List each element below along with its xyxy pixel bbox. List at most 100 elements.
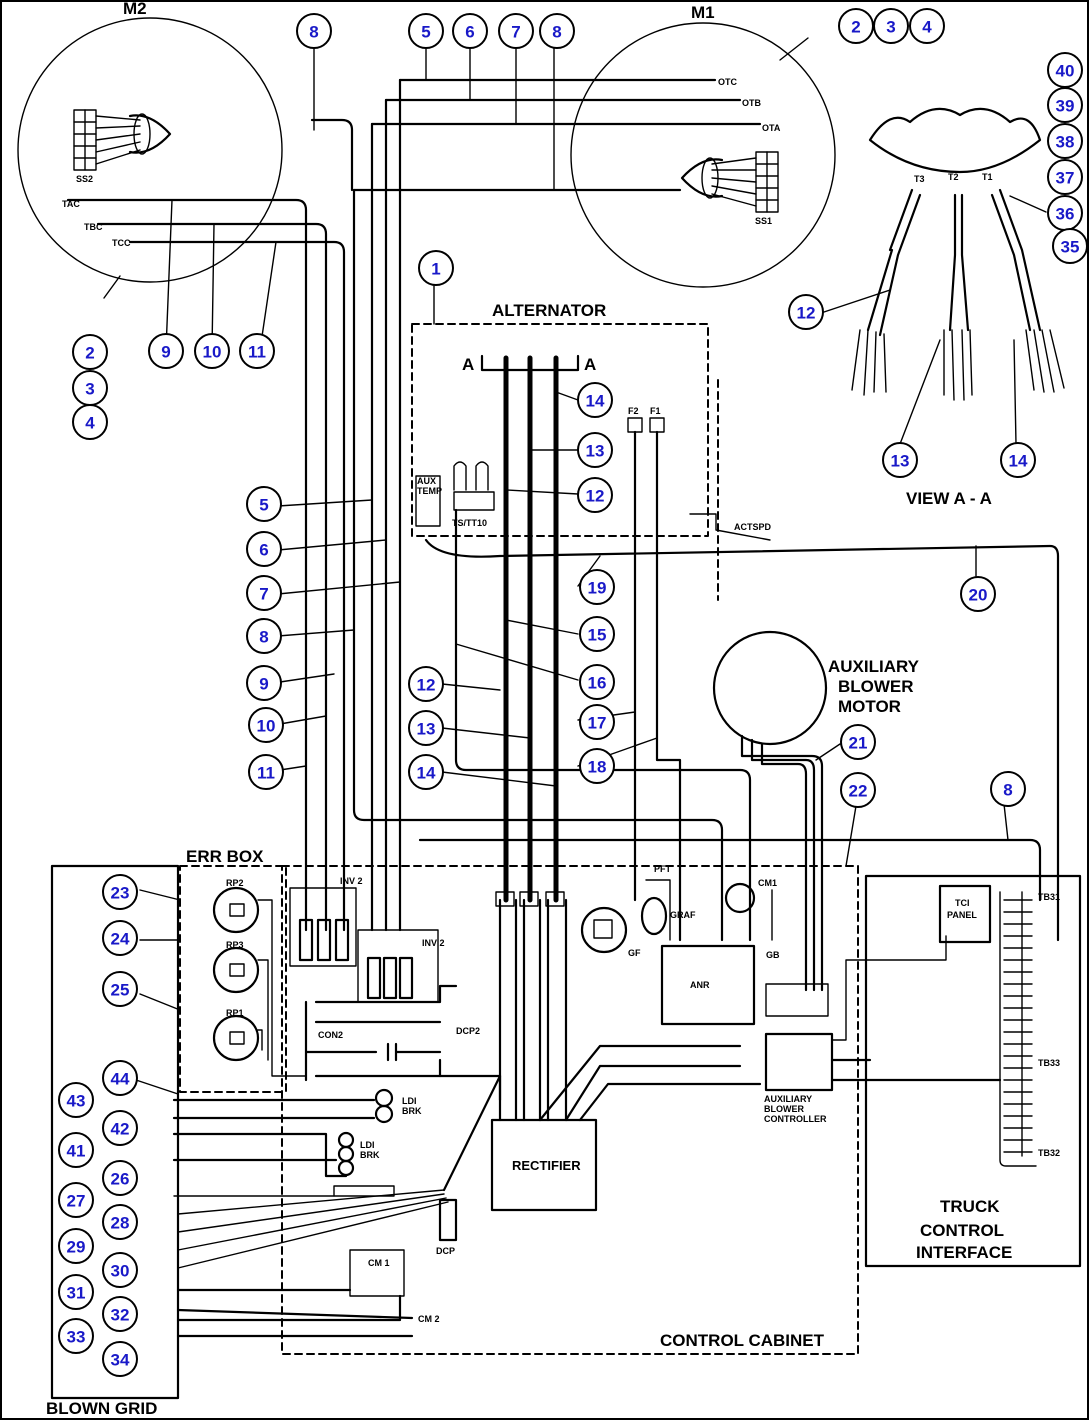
- callout-circle: [102, 1060, 138, 1096]
- m2-title: M2: [123, 0, 147, 18]
- callout-circle: [408, 13, 444, 49]
- alt-a-left: A: [462, 355, 474, 374]
- callout-number: 32: [111, 1306, 130, 1325]
- view-aa-title: VIEW A - A: [906, 489, 992, 508]
- alternator-title: ALTERNATOR: [492, 301, 606, 320]
- cm2-label: CM 2: [418, 1314, 440, 1324]
- callout-c32: 32: [102, 1296, 138, 1332]
- callout-circle: [296, 13, 332, 49]
- inv-left-label: INV 2: [340, 876, 363, 886]
- callout-number: 18: [588, 758, 607, 777]
- rp3-label: RP3: [226, 940, 244, 950]
- callout-c8a: 8: [296, 13, 332, 49]
- callout-number: 15: [588, 626, 607, 645]
- callout-c23: 23: [102, 874, 138, 910]
- callout-c14a: 14: [577, 382, 613, 418]
- callout-c18: 18: [579, 748, 615, 784]
- callout-circle: [840, 724, 876, 760]
- tc1-label-2: PANEL: [947, 910, 977, 920]
- callout-c17: 17: [579, 704, 615, 740]
- callout-number: 16: [588, 674, 607, 693]
- callout-circle: [102, 874, 138, 910]
- motor-m1: M1 SS1 OTC OTB OTA: [570, 3, 836, 288]
- callout-number: 21: [849, 734, 868, 753]
- grf-label: GRAF: [670, 910, 696, 920]
- callout-circle: [102, 1296, 138, 1332]
- callout-c30: 30: [102, 1252, 138, 1288]
- ota-label: OTA: [762, 123, 781, 133]
- callout-number: 22: [849, 782, 868, 801]
- callout-number: 8: [1003, 781, 1012, 800]
- callout-c11a: 11: [239, 333, 275, 369]
- blown-grid: BLOWN GRID: [46, 864, 181, 1418]
- otc-label: OTC: [718, 77, 737, 87]
- callout-circle: [102, 1341, 138, 1377]
- callout-c13a: 13: [577, 432, 613, 468]
- callout-circle: [102, 1110, 138, 1146]
- callout-c43: 43: [58, 1082, 94, 1118]
- callout-c27: 27: [58, 1182, 94, 1218]
- truck-title-3: INTERFACE: [916, 1243, 1012, 1262]
- callout-c2a: 2: [838, 8, 874, 44]
- aux-temp-2: TEMP: [417, 486, 442, 496]
- callout-number: 10: [203, 343, 222, 362]
- callout-circle: [1047, 159, 1083, 195]
- aux-blower-title-1: AUXILIARY: [828, 657, 920, 676]
- callout-c41: 41: [58, 1132, 94, 1168]
- alternator-section: ALTERNATOR A A F2 F1 AUX TEMP TS/TT10 AC…: [411, 301, 1060, 942]
- callout-number: 9: [161, 343, 170, 362]
- callout-circle: [498, 13, 534, 49]
- callout-c36: 36: [1047, 195, 1083, 231]
- t3-label: T3: [914, 174, 925, 184]
- callout-c37: 37: [1047, 159, 1083, 195]
- callout-circle: [72, 334, 108, 370]
- aux-blower-motor: AUXILIARY BLOWER MOTOR: [712, 630, 920, 992]
- callout-c8b: 8: [539, 13, 575, 49]
- t1-label: T1: [982, 172, 993, 182]
- callout-circle: [102, 920, 138, 956]
- callout-c34: 34: [102, 1341, 138, 1377]
- ss1-connector: [680, 151, 779, 213]
- callout-c22: 22: [840, 772, 876, 808]
- callout-circle: [194, 333, 230, 369]
- callout-number: 7: [511, 23, 520, 42]
- callout-circle: [579, 748, 615, 784]
- callout-number: 38: [1056, 133, 1075, 152]
- callout-circle: [577, 432, 613, 468]
- callout-number: 25: [111, 981, 130, 1000]
- inv2-label: INV 2: [422, 938, 445, 948]
- callout-circle: [579, 616, 615, 652]
- top-harness: [66, 78, 762, 942]
- callout-c5b: 5: [246, 486, 282, 522]
- callout-number: 12: [797, 304, 816, 323]
- callout-circle: [452, 13, 488, 49]
- gf-label: GF: [628, 948, 641, 958]
- tstt-label: TS/TT10: [452, 518, 487, 528]
- callout-c12a: 12: [577, 477, 613, 513]
- callout-number: 3: [85, 380, 94, 399]
- callout-circle: [246, 665, 282, 701]
- motor-m2: M2 SS2 TAC TBC TCC: [17, 0, 283, 283]
- callout-c10b: 10: [248, 707, 284, 743]
- callout-c11b: 11: [248, 754, 284, 790]
- alt-a-right: A: [584, 355, 596, 374]
- callout-number: 26: [111, 1170, 130, 1189]
- gb-label: GB: [766, 950, 780, 960]
- tb31-label: TB31: [1038, 892, 1060, 902]
- callout-number: 35: [1061, 238, 1080, 257]
- callout-c9a: 9: [148, 333, 184, 369]
- callout-number: 41: [67, 1142, 86, 1161]
- callout-c40: 40: [1047, 52, 1083, 88]
- tb32-label: TB32: [1038, 1148, 1060, 1158]
- callout-c42: 42: [102, 1110, 138, 1146]
- callout-number: 6: [465, 23, 474, 42]
- tbc-label: TBC: [84, 222, 103, 232]
- callout-number: 28: [111, 1214, 130, 1233]
- callout-circle: [1047, 87, 1083, 123]
- truck-title-1: TRUCK: [940, 1197, 1000, 1216]
- callout-number: 8: [259, 628, 268, 647]
